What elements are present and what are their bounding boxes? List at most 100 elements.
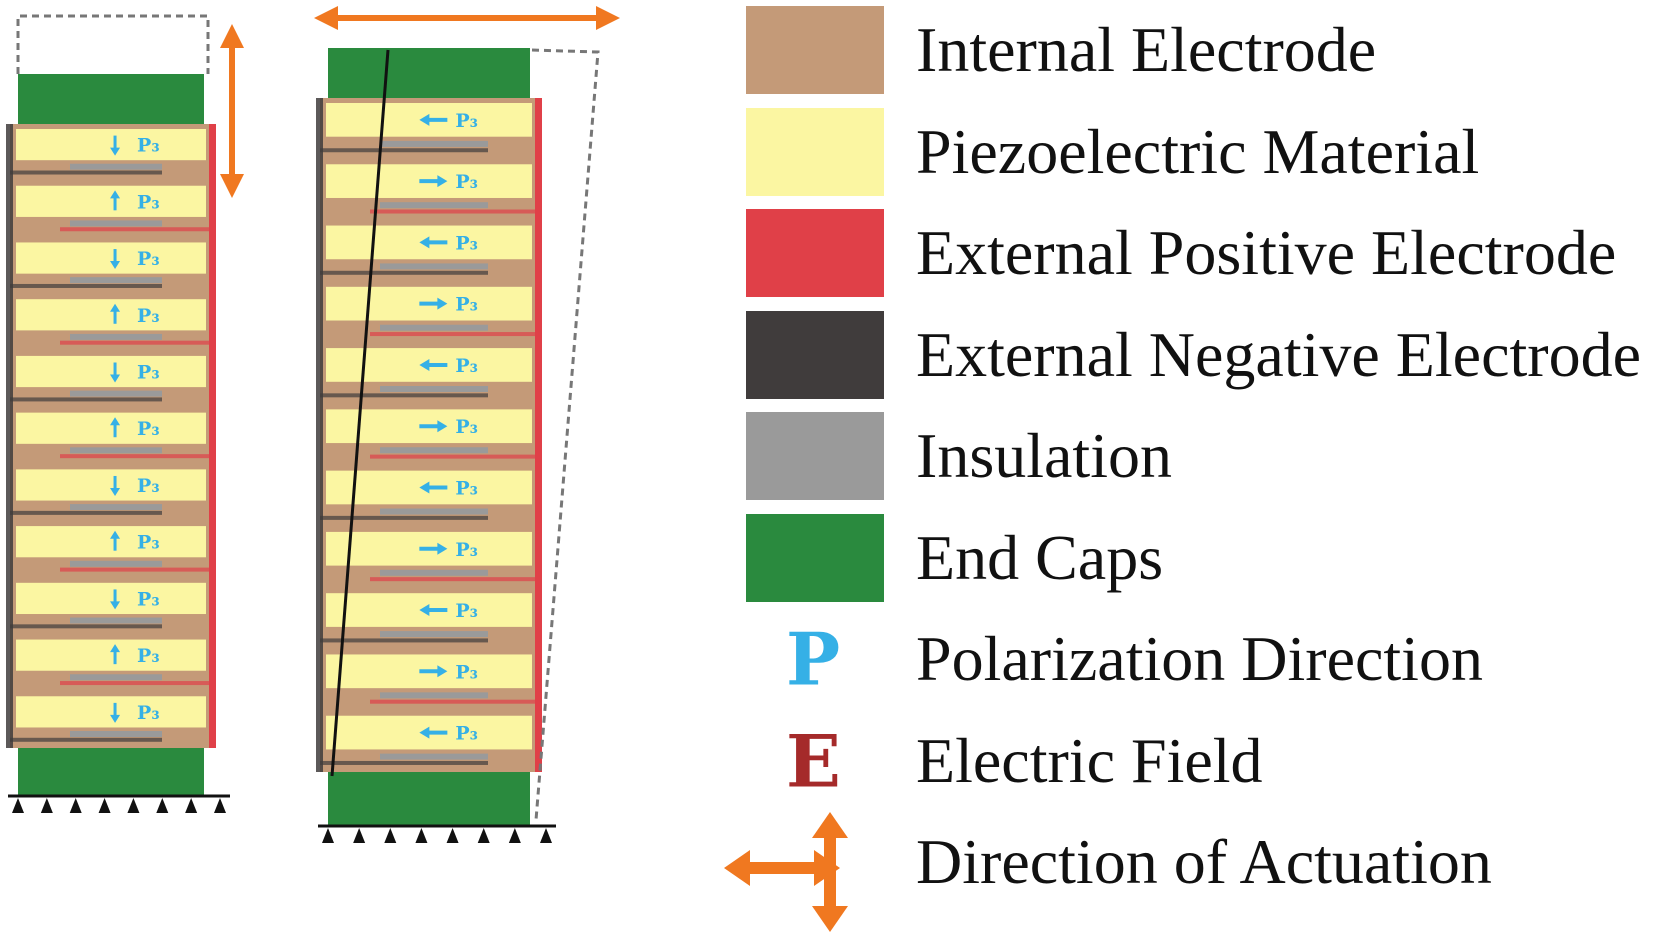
top-end-cap <box>18 74 204 126</box>
support-triangle <box>353 828 366 843</box>
legend-label: End Caps <box>916 521 1164 593</box>
polarization-tag: P₃ <box>455 232 478 254</box>
piezo-layer <box>16 185 206 217</box>
polarization-arrowhead <box>419 113 430 126</box>
electrode-finger <box>10 737 162 742</box>
polarization-tag: P₃ <box>137 532 160 554</box>
insulation-strip <box>70 447 162 454</box>
insulation-strip <box>380 324 488 331</box>
piezo-layer <box>16 582 206 615</box>
external-negative-electrode <box>6 124 13 748</box>
piezo-layer <box>16 299 206 331</box>
legend-item: Internal Electrode <box>740 6 1670 94</box>
insulation-strip <box>380 753 488 760</box>
polarization-arrowhead <box>110 303 121 312</box>
polarization-tag: P₃ <box>455 600 478 622</box>
legend-label: External Negative Electrode <box>916 318 1641 390</box>
polarization-tag: P₃ <box>455 661 478 683</box>
polarization-tag: P₃ <box>455 416 478 438</box>
support-triangle <box>415 828 428 843</box>
legend-label: Direction of Actuation <box>916 826 1492 897</box>
polarization-tag: P₃ <box>137 248 160 270</box>
insulation-strip <box>70 333 162 340</box>
legend-swatch <box>746 513 884 602</box>
polarization-tag: P₃ <box>455 477 478 499</box>
legend-label: Electric Field <box>916 724 1263 796</box>
electrode-finger <box>320 270 488 275</box>
piezo-layer <box>16 242 206 274</box>
extension-outline <box>16 14 210 74</box>
electrode-finger <box>320 638 488 643</box>
polarization-tag: P₃ <box>455 355 478 377</box>
support-triangle <box>12 798 24 813</box>
polarization-arrowhead <box>437 420 448 433</box>
polarization-arrowhead <box>437 542 448 555</box>
down-arrowhead <box>812 906 848 932</box>
electrode-finger <box>320 515 488 520</box>
electrode-finger <box>320 760 488 765</box>
electrode-finger <box>370 454 538 459</box>
insulation-strip <box>380 508 488 515</box>
cross-arrow-icon <box>724 812 848 932</box>
polarization-tag: P₃ <box>137 135 160 157</box>
support-triangle <box>156 798 169 813</box>
electrode-finger <box>10 283 162 288</box>
polarization-tag: P₃ <box>137 702 160 724</box>
insulation-strip <box>70 163 162 170</box>
support-triangle <box>69 798 82 813</box>
electrode-finger <box>370 699 538 704</box>
bottom-end-cap <box>18 748 204 796</box>
external-negative-electrode <box>316 98 323 772</box>
piezo-layer <box>16 526 206 558</box>
polarization-arrowhead <box>419 481 430 494</box>
electrode-finger <box>370 332 538 337</box>
polarization-arrowhead <box>110 374 121 383</box>
legend-item: End Caps <box>740 513 1670 602</box>
left-arrowhead <box>724 850 750 886</box>
insulation-strip <box>380 140 488 147</box>
legend-label: Polarization Direction <box>916 623 1483 694</box>
polarization-tag: P₃ <box>455 539 478 561</box>
polarization-arrowhead <box>110 714 121 723</box>
polarization-tag: P₃ <box>137 645 160 667</box>
legend-item: Direction of Actuation <box>724 812 1670 932</box>
electrode-finger <box>10 624 162 629</box>
polarization-arrowhead <box>437 297 448 310</box>
polarization-arrowhead <box>110 147 121 156</box>
piezo-layer <box>16 129 206 161</box>
polarization-arrowhead <box>110 261 121 270</box>
polarization-tag: P₃ <box>137 475 160 497</box>
insulation-strip <box>380 385 488 392</box>
insulation-strip <box>380 631 488 638</box>
support-triangle <box>40 798 53 813</box>
polarization-tag: P₃ <box>137 362 160 384</box>
electrode-finger <box>370 577 538 582</box>
polarization-tag: P₃ <box>455 294 478 316</box>
insulation-strip <box>380 202 488 209</box>
legend-item: Piezoelectric Material <box>740 107 1670 196</box>
piezo-layer <box>16 639 206 671</box>
external-positive-electrode <box>535 98 542 772</box>
electrode-finger <box>320 393 488 398</box>
polarization-arrowhead <box>110 530 121 539</box>
deformed-edge-line <box>330 49 390 777</box>
polarization-arrowhead <box>110 190 121 199</box>
support-triangle <box>127 798 140 813</box>
insulation-strip <box>380 447 488 454</box>
insulation-strip <box>380 263 488 270</box>
piezo-layer <box>16 696 206 728</box>
legend-item: External Negative Electrode <box>740 310 1670 399</box>
polarization-arrowhead <box>110 601 121 610</box>
piezo-layer <box>16 412 206 444</box>
insulation-strip <box>380 569 488 576</box>
support-triangle <box>384 828 397 843</box>
shear-outline <box>531 48 600 821</box>
legend-swatch <box>746 6 884 94</box>
insulation-strip <box>70 730 162 737</box>
polarization-arrowhead <box>110 487 121 496</box>
insulation-strip <box>70 674 162 681</box>
polarization-arrowhead <box>110 417 121 426</box>
up-arrowhead <box>812 812 848 838</box>
insulation-strip <box>70 277 162 284</box>
